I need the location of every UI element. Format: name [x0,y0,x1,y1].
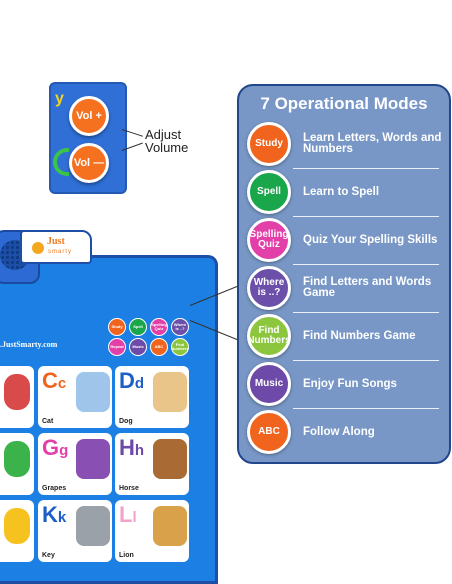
mode-description: Learn Letters, Words and Numbers [303,132,442,155]
device-mode-button[interactable]: Spelling Quiz [150,318,168,336]
key-icon [76,506,110,546]
cell-letter: Kk [42,502,66,528]
mode-button[interactable]: Music [247,362,291,406]
letter-y-decoration: y [55,90,64,107]
juice-icon [4,508,30,544]
partial-letter-cell [0,433,34,495]
mode-divider [293,360,439,361]
mode-row: Study Learn Letters, Words and Numbers [247,122,443,166]
mode-row: Music Enjoy Fun Songs [247,362,443,406]
mode-button[interactable]: ABC [247,410,291,454]
mode-row: ABC Follow Along [247,410,443,454]
device-mode-button[interactable]: Music [129,338,147,356]
mode-description: Find Numbers Game [303,329,416,342]
grapes-icon [76,439,110,479]
cell-lowercase: l [132,509,137,526]
brand-logo: Just smarty [20,230,92,264]
mode-divider [293,408,439,409]
cell-lowercase: g [59,442,69,459]
cell-uppercase: G [42,435,60,460]
cell-word: Key [42,552,55,559]
sun-icon [32,242,44,254]
mode-row: Find Numbers Find Numbers Game [247,314,443,358]
mode-button[interactable]: Find Numbers [247,314,291,358]
cell-letter: Gg [42,435,68,461]
cell-uppercase: L [119,502,133,527]
mode-button[interactable]: Where is ..? [247,266,291,310]
mode-description: Find Letters and Words Game [303,276,432,299]
cell-word: Lion [119,552,134,559]
cell-letter: Ll [119,502,137,528]
cell-word: Horse [119,485,139,492]
mode-row: Spelling Quiz Quiz Your Spelling Skills [247,218,443,262]
mode-description: Learn to Spell [303,185,380,198]
cell-lowercase: c [57,375,67,392]
cell-lowercase: h [134,442,145,459]
frog-icon [4,441,30,477]
device-mode-button[interactable]: Spell [129,318,147,336]
dog-icon [153,372,187,412]
lion-icon [153,506,187,546]
cell-uppercase: D [119,368,135,393]
letter-c-decoration [53,148,69,176]
device-mode-button[interactable]: Where is ..? [171,318,189,336]
device-mode-button[interactable]: Repeat [108,338,126,356]
cell-word: Cat [42,418,54,425]
cell-lowercase: d [134,375,145,392]
mode-description: Enjoy Fun Songs [303,377,397,390]
cell-letter: Dd [119,368,144,394]
operational-modes-panel: 7 Operational Modes Study Learn Letters, … [237,84,451,464]
mode-row: Where is ..? Find Letters and Words Game [247,266,443,310]
device-mode-button[interactable]: Study [108,318,126,336]
brand-name: Just [47,236,65,247]
mode-description: Quiz Your Spelling Skills [303,233,438,246]
cell-uppercase: K [42,502,58,527]
partial-letter-cell [0,366,34,428]
volume-panel: y Vol + Vol — [49,82,127,194]
cat-icon [76,372,110,412]
cell-uppercase: H [119,435,135,460]
horse-icon [153,439,187,479]
brand-subtitle: smarty [48,249,72,255]
mode-button[interactable]: Study [247,122,291,166]
partial-letter-cell [0,500,34,562]
mode-divider [293,168,439,169]
volume-up-button[interactable]: Vol + [69,96,109,136]
cell-uppercase: C [42,368,58,393]
cell-word: Grapes [42,485,67,492]
cell-word: Dog [119,418,133,425]
modes-title: 7 Operational Modes [260,94,428,113]
ball-icon [4,374,30,410]
mode-description: Follow Along [303,425,375,438]
mode-button[interactable]: Spelling Quiz [247,218,291,262]
device-mode-button[interactable]: ABC [150,338,168,356]
adjust-volume-caption: Adjust Volume [145,127,189,155]
website-url: .JustSmarty.com [0,340,58,349]
mode-divider [293,264,439,265]
volume-down-button[interactable]: Vol — [69,143,109,183]
mode-row: Spell Learn to Spell [247,170,443,214]
device-mode-button[interactable]: Find Numbers [171,338,189,356]
mode-divider [293,216,439,217]
cell-letter: Hh [119,435,144,461]
mode-divider [293,312,439,313]
mode-button[interactable]: Spell [247,170,291,214]
cell-letter: Cc [42,368,66,394]
cell-lowercase: k [57,509,67,526]
